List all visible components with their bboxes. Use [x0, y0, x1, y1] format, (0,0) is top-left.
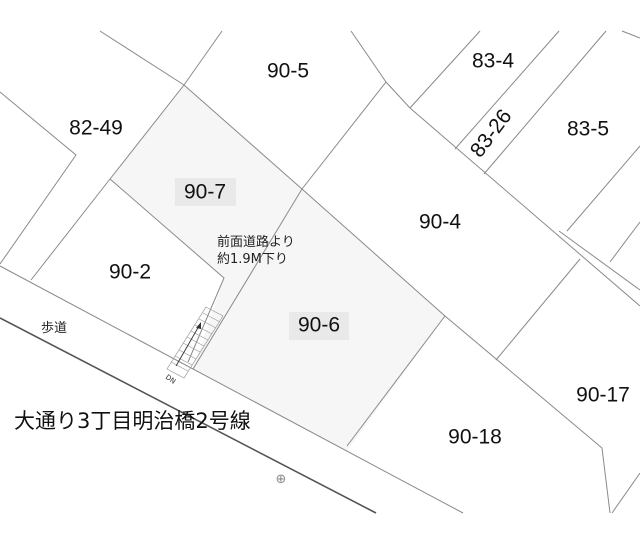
stairs-arrow-icon — [175, 322, 201, 367]
parcel-boundaries — [0, 30, 640, 514]
lot-label-bg-90-7 — [175, 178, 236, 206]
lot-label-82-49: 82-49 — [69, 117, 123, 140]
stairs — [166, 306, 224, 379]
elevation-note-line2: 約1.9M下り — [217, 252, 288, 267]
lot-label-90-17: 90-17 — [576, 384, 630, 407]
lot-label-90-5: 90-5 — [267, 60, 309, 83]
lot-label-90-4: 90-4 — [419, 211, 461, 234]
elevation-note-line1: 前面道路より — [217, 234, 295, 250]
subject-parcel-area — [110, 85, 445, 451]
lot-label-83-5: 83-5 — [567, 118, 609, 141]
road-edge — [0, 317, 377, 514]
lot-label-83-4: 83-4 — [472, 50, 514, 73]
lot-label-90-6: 90-6 — [298, 314, 340, 337]
lot-label-83-26: 83-26 — [466, 105, 517, 162]
sidewalk-label: 歩道 — [41, 321, 67, 336]
benchmark-icon: ⊕ — [276, 472, 287, 487]
lot-label-90-2: 90-2 — [109, 261, 151, 284]
lot-label-bg-90-6 — [289, 312, 349, 340]
road-name-label: 大通り3丁目明治橋2号線 — [14, 409, 251, 433]
stairs-dn-label: DN — [164, 373, 177, 386]
lot-label-90-18: 90-18 — [448, 426, 502, 449]
lot-label-90-7: 90-7 — [184, 181, 226, 204]
sidewalk-line — [0, 265, 464, 514]
